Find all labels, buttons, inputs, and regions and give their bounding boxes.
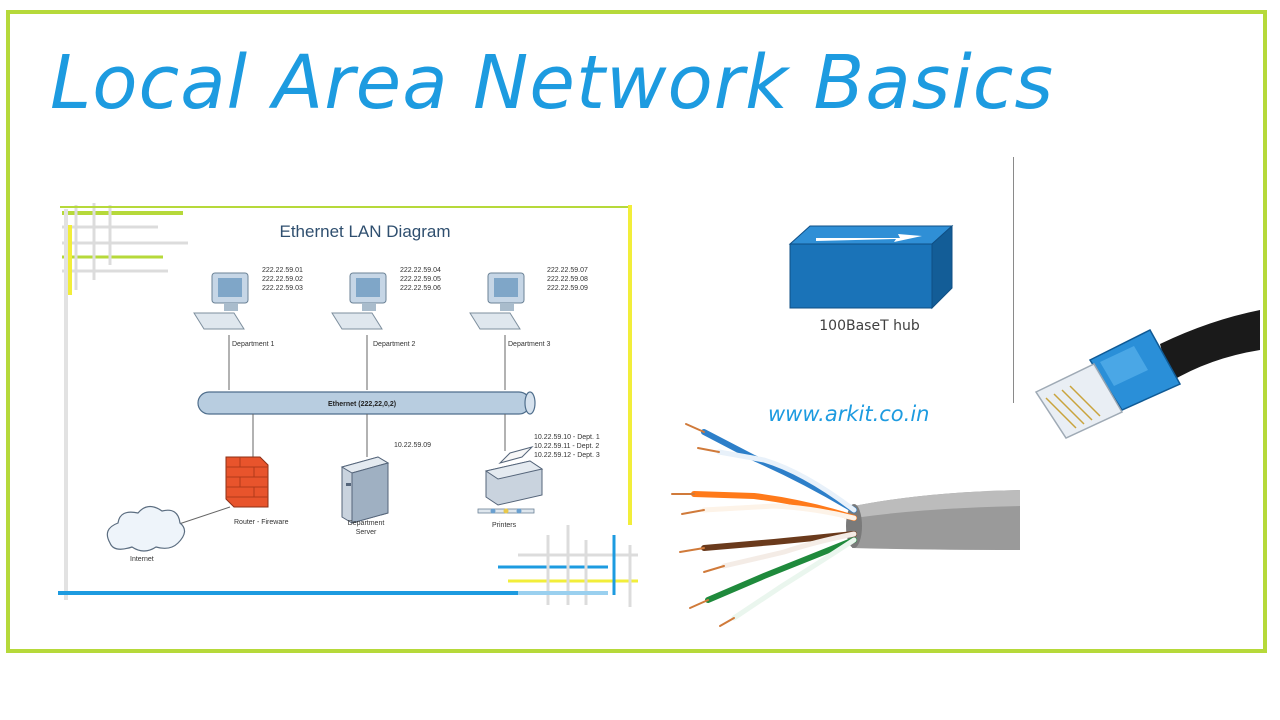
printer-icon	[477, 446, 544, 514]
dept2-ip-2: 222.22.59.05	[400, 276, 441, 283]
ethernet-lan-diagram: Ethernet LAN Diagram 222.22.59.01 222.22…	[48, 195, 646, 615]
slide-title: Local Area Network Basics	[50, 40, 1055, 126]
decorative-lines-bottom-right	[58, 525, 638, 607]
dept2-ip-1: 222.22.59.04	[400, 267, 441, 274]
backbone-label: Ethernet (222,22,0,2)	[328, 401, 396, 408]
dept3-ip-2: 222.22.59.08	[547, 276, 588, 283]
dept3-ip-1: 222.22.59.07	[547, 267, 588, 274]
server-label-line2: Server	[356, 529, 377, 536]
diagram-title: Ethernet LAN Diagram	[279, 222, 450, 241]
server-icon	[340, 456, 390, 524]
computer-icon	[331, 272, 387, 330]
dept1-ip-3: 222.22.59.03	[262, 285, 303, 292]
dept3-label: Department 3	[508, 341, 551, 348]
hub-icon	[782, 222, 957, 312]
dept3-ip-3: 222.22.59.09	[547, 285, 588, 292]
internet-cloud-icon	[106, 505, 186, 552]
printer-ip-3: 10.22.59.12 - Dept. 3	[534, 452, 600, 459]
dept2-ip-3: 222.22.59.06	[400, 285, 441, 292]
computer-icon	[469, 272, 525, 330]
rj45-connector-image	[1030, 300, 1260, 450]
server-label-line1: Department	[348, 520, 385, 527]
printers-label: Printers	[492, 522, 517, 529]
internet-label: Internet	[130, 556, 154, 563]
decorative-lines-top-left	[60, 203, 630, 600]
website-link[interactable]: www.arkit.co.in	[768, 402, 930, 426]
slide-frame	[6, 10, 1267, 653]
printer-ip-1: 10.22.59.10 - Dept. 1	[534, 434, 600, 441]
server-ip: 10.22.59.09	[394, 442, 431, 449]
hub-label: 100BaseT hub	[819, 318, 920, 334]
dept2-label: Department 2	[373, 341, 416, 348]
dept1-ip-2: 222.22.59.02	[262, 276, 303, 283]
firewall-icon	[225, 456, 269, 508]
vertical-divider	[1013, 157, 1014, 403]
printer-ip-2: 10.22.59.11 - Dept. 2	[534, 443, 599, 450]
ethernet-backbone	[197, 391, 536, 415]
dept1-label: Department 1	[232, 341, 275, 348]
router-label: Router - Fireware	[234, 519, 289, 526]
dept1-ip-1: 222.22.59.01	[262, 267, 303, 274]
computer-icon	[193, 272, 249, 330]
network-cable-image	[664, 410, 1024, 630]
